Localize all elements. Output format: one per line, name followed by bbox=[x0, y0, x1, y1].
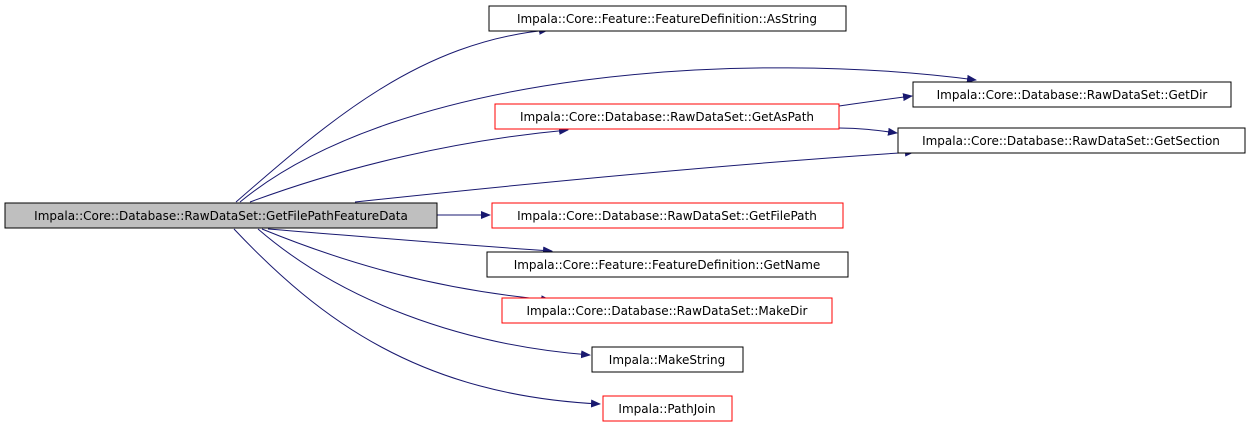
node-label: Impala::MakeString bbox=[609, 353, 725, 367]
node-asstring[interactable]: Impala::Core::Feature::FeatureDefinition… bbox=[488, 5, 847, 32]
node-box bbox=[491, 202, 844, 229]
node-makestring[interactable]: Impala::MakeString bbox=[591, 346, 744, 373]
edge-root-to-makestring bbox=[257, 228, 591, 359]
node-box bbox=[602, 395, 733, 422]
node-getsection[interactable]: Impala::Core::Database::RawDataSet::GetS… bbox=[897, 127, 1246, 154]
node-getfilepath[interactable]: Impala::Core::Database::RawDataSet::GetF… bbox=[491, 202, 844, 229]
node-label: Impala::Core::Database::RawDataSet::Make… bbox=[527, 304, 808, 318]
edge-getaspath-to-getdir bbox=[838, 93, 913, 107]
node-label: Impala::PathJoin bbox=[618, 402, 715, 416]
edges-layer bbox=[233, 26, 977, 408]
edge-root-to-pathjoin bbox=[233, 228, 601, 408]
node-pathjoin[interactable]: Impala::PathJoin bbox=[602, 395, 733, 422]
node-label: Impala::Core::Database::RawDataSet::GetS… bbox=[922, 134, 1220, 148]
node-getaspath[interactable]: Impala::Core::Database::RawDataSet::GetA… bbox=[494, 103, 840, 130]
node-label: Impala::Core::Database::RawDataSet::GetA… bbox=[520, 110, 814, 124]
node-box bbox=[912, 81, 1232, 108]
node-getfilepathfeaturedata[interactable]: Impala::Core::Database::RawDataSet::GetF… bbox=[4, 202, 438, 229]
node-makedir[interactable]: Impala::Core::Database::RawDataSet::Make… bbox=[501, 297, 833, 324]
node-box bbox=[494, 103, 840, 130]
edge-root-to-getname bbox=[267, 228, 553, 255]
edge-root-to-getaspath bbox=[249, 126, 569, 203]
node-getdir[interactable]: Impala::Core::Database::RawDataSet::GetD… bbox=[912, 81, 1232, 108]
edge-getaspath-to-getsection bbox=[838, 127, 898, 136]
edge-root-to-asstring bbox=[235, 26, 549, 203]
node-box bbox=[488, 5, 847, 32]
node-box bbox=[4, 202, 438, 229]
node-label: Impala::Core::Database::RawDataSet::GetD… bbox=[937, 88, 1208, 102]
edge-root-to-getdir bbox=[239, 67, 977, 203]
edge-root-to-makedir bbox=[261, 228, 551, 304]
node-label: Impala::Core::Database::RawDataSet::GetF… bbox=[517, 209, 817, 223]
edge-root-to-getsection bbox=[354, 148, 915, 203]
node-getname[interactable]: Impala::Core::Feature::FeatureDefinition… bbox=[486, 251, 849, 278]
node-box bbox=[591, 346, 744, 373]
node-box bbox=[897, 127, 1246, 154]
node-label: Impala::Core::Feature::FeatureDefinition… bbox=[517, 12, 817, 26]
node-box bbox=[501, 297, 833, 324]
nodes-layer: Impala::Core::Database::RawDataSet::GetF… bbox=[4, 5, 1246, 422]
node-label: Impala::Core::Feature::FeatureDefinition… bbox=[514, 258, 821, 272]
node-label: Impala::Core::Database::RawDataSet::GetF… bbox=[34, 209, 408, 223]
node-box bbox=[486, 251, 849, 278]
